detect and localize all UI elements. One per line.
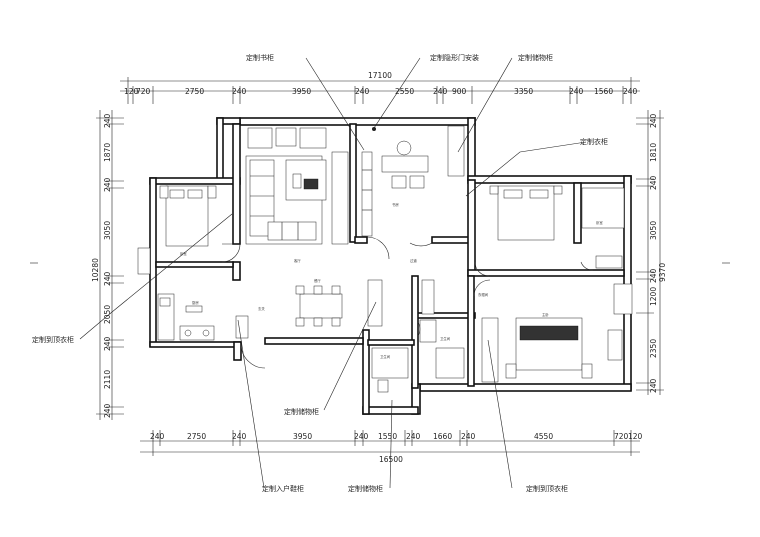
aisle-label: 过道	[410, 258, 417, 263]
left-dimension: 240	[103, 177, 112, 192]
top-dimension: 2550	[395, 87, 414, 96]
top-dimension: 240	[623, 87, 638, 96]
doors	[221, 236, 594, 369]
note-walkin-wardrobe-right: 定制到顶衣柜	[526, 484, 568, 493]
note-sliding-door: 定制隐形门安装	[430, 53, 479, 62]
bottom-dimension: 1550	[378, 432, 397, 441]
total-bottom-dimension: 16500	[379, 455, 403, 464]
living-room-furniture	[245, 127, 349, 245]
ne-bedroom: 卧室	[489, 185, 625, 269]
note-storage-cabinet: 定制储物柜	[518, 53, 553, 62]
bottom-dimension: 240	[150, 432, 165, 441]
right-dimension: 240	[649, 378, 658, 393]
left-dimension: 240	[103, 113, 112, 128]
annotations: 定制书柜 定制隐形门安装 定制储物柜 定制衣柜 定制到顶衣柜 定制储物柜 定制入…	[32, 53, 608, 493]
bottom-dimension: 1660	[433, 432, 452, 441]
total-left-dimension: 10280	[91, 258, 100, 282]
dining-room-label: 餐厅	[314, 278, 321, 283]
leader-lines	[79, 57, 587, 489]
bottom-dimension-chain: 16500 240 2750 240 3950 240 1550 240 166…	[140, 430, 643, 464]
left-dimension: 2110	[103, 370, 112, 389]
kitchen: 厨房	[157, 293, 215, 341]
right-dimension: 1810	[649, 143, 658, 162]
bottom-dimension: 2750	[187, 432, 206, 441]
total-top-dimension: 17100	[368, 71, 392, 80]
bottom-dimension: 240	[354, 432, 369, 441]
top-dimension: 240	[232, 87, 247, 96]
bottom-dimension: 4550	[534, 432, 553, 441]
top-dimension: 3350	[514, 87, 533, 96]
top-dimension: 120	[124, 87, 139, 96]
top-dimension: 1560	[594, 87, 613, 96]
top-dimension: 900	[452, 87, 467, 96]
top-dimension: 3950	[292, 87, 311, 96]
right-dimension: 240	[649, 175, 658, 190]
study-furniture: 书房	[361, 125, 465, 237]
left-dimension: 240	[103, 271, 112, 286]
note-custom-bookcase: 定制书柜	[246, 53, 274, 62]
bathrooms: 卫生间 卫生间	[367, 279, 465, 393]
right-dimension: 1200	[649, 287, 658, 306]
left-dimension: 1870	[103, 143, 112, 162]
bath2-label: 卫生间	[440, 336, 451, 341]
bottom-dimension: 720	[614, 432, 629, 441]
right-dimension: 2350	[649, 339, 658, 358]
left-dimension: 2050	[103, 305, 112, 324]
left-dimension: 3050	[103, 221, 112, 240]
kitchen-label: 厨房	[192, 300, 199, 305]
left-dimension: 240	[103, 336, 112, 351]
note-shoe-cabinet: 定制入户鞋柜	[262, 484, 304, 493]
note-storage-mid: 定制储物柜	[284, 407, 319, 416]
top-dimension-chain: 17100 120 720 2750 240 3950 240 2550 240…	[120, 71, 640, 104]
top-dimension: 2750	[185, 87, 204, 96]
bottom-dimension: 240	[406, 432, 421, 441]
closet-label: 衣帽间	[478, 292, 489, 297]
bottom-dimension: 240	[232, 432, 247, 441]
note-wardrobe: 定制衣柜	[580, 137, 608, 146]
entry-label: 玄关	[258, 306, 265, 311]
top-dimension: 240	[433, 87, 448, 96]
left-dimension: 240	[103, 403, 112, 418]
top-dimension: 720	[136, 87, 151, 96]
right-dimension: 240	[649, 113, 658, 128]
right-dimension: 240	[649, 268, 658, 283]
right-dimension: 3050	[649, 221, 658, 240]
right-dimension-chain: 9370 240 1810 240 3050 240 1200 2350 240	[636, 110, 730, 395]
master-bedroom: 主卧 衣帽间	[478, 283, 633, 383]
left-dimension-chain: 10280 240 1870 240 3050 240 2050 240 211…	[30, 110, 124, 420]
bottom-dimension: 3950	[293, 432, 312, 441]
note-walkin-wardrobe-left: 定制到顶衣柜	[32, 335, 74, 344]
top-dimension: 240	[569, 87, 584, 96]
note-storage-bottom: 定制储物柜	[348, 484, 383, 493]
bottom-dimension: 120	[628, 432, 643, 441]
top-dimension: 240	[355, 87, 370, 96]
bottom-dimension: 240	[461, 432, 476, 441]
total-right-dimension: 9370	[658, 263, 667, 282]
living-room-label: 客厅	[294, 258, 301, 263]
master-bedroom-label: 主卧	[542, 312, 549, 317]
walls	[149, 117, 632, 415]
bath1-label: 卫生间	[380, 354, 391, 359]
dining-area: 餐厅 客厅 玄关 过道	[235, 258, 417, 339]
ne-bedroom-label: 卧室	[596, 220, 603, 225]
study-room-label: 书房	[392, 202, 399, 207]
